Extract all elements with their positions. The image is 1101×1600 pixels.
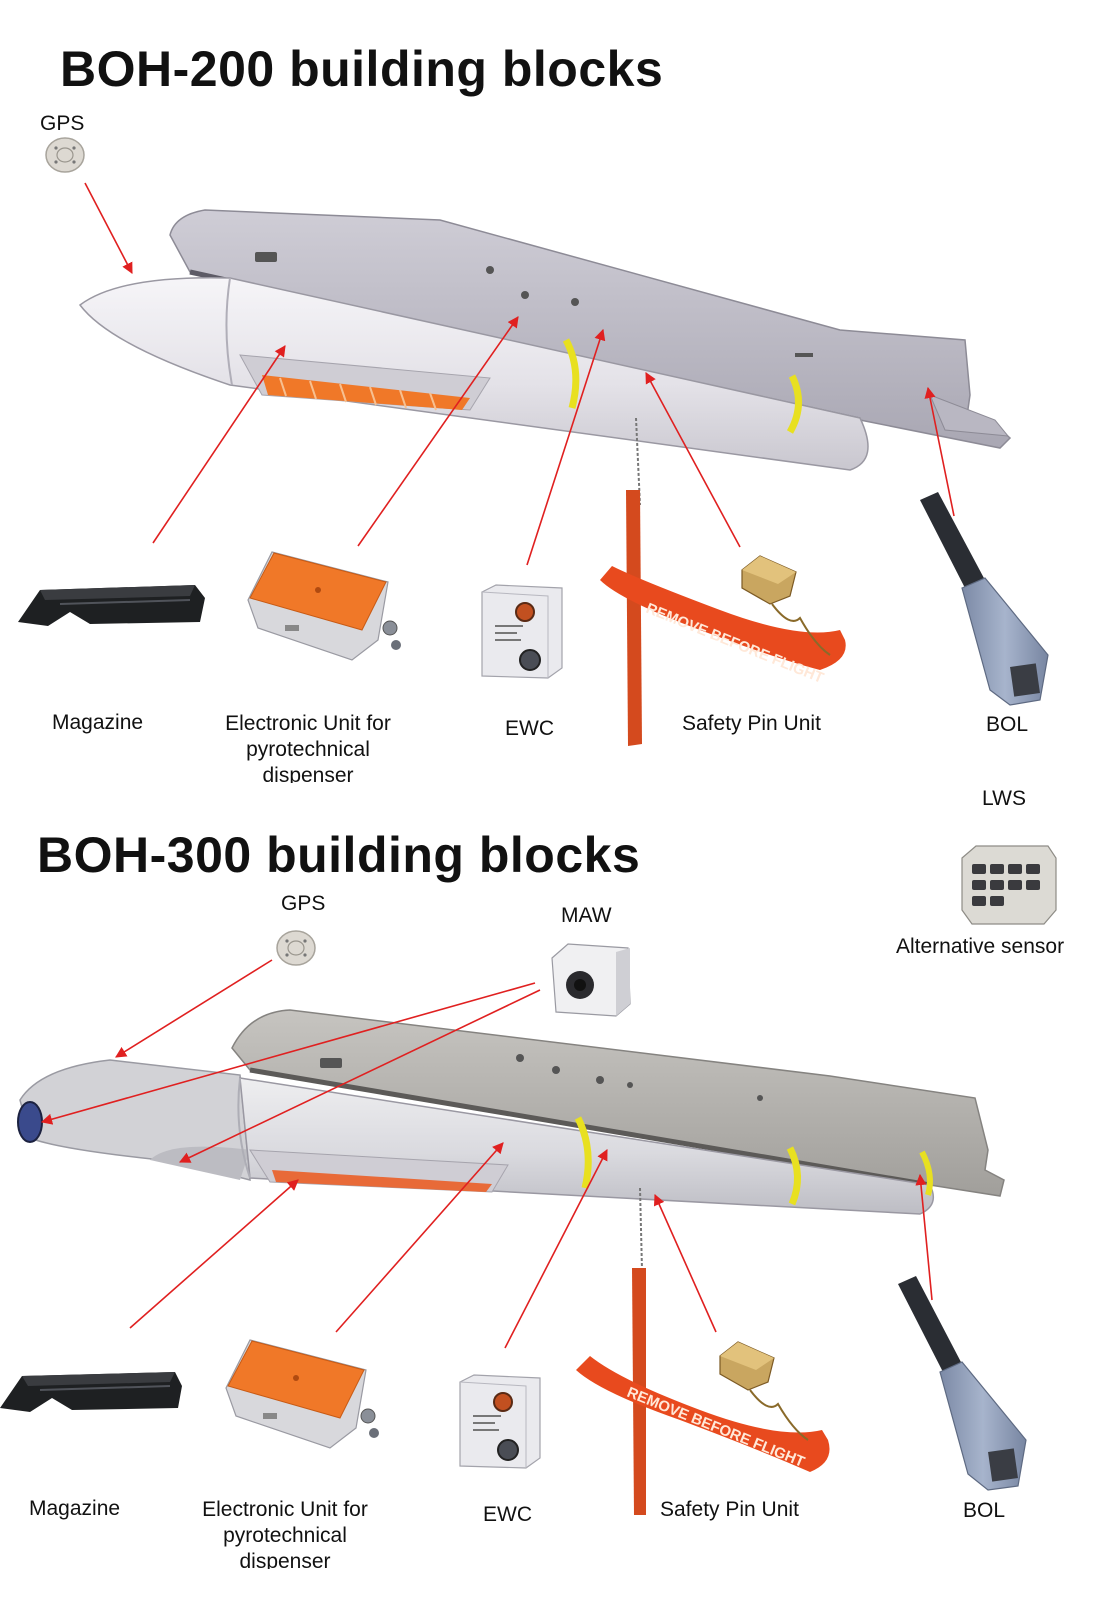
ewc-icon	[481, 584, 563, 679]
boh300-pod	[17, 1009, 1005, 1271]
boh300-arrows	[40, 959, 933, 1349]
boh300-electronic-unit-label: Electronic Unit for pyrotechnical dispen…	[185, 1497, 385, 1569]
remove-before-flight-streamer: REMOVE BEFORE FLIGHT	[576, 1268, 830, 1515]
boh200-electronic-unit-line2: pyrotechnical	[246, 738, 370, 761]
boh200-electronic-unit-line3: dispenser	[262, 764, 354, 783]
electronic-unit-icon	[247, 551, 401, 661]
boh200-arrows	[84, 182, 955, 566]
boh200-gps-label: GPS	[40, 112, 85, 135]
boh300-lws-label: LWS	[982, 787, 1026, 810]
boh300-title: BOH-300 building blocks	[37, 827, 641, 883]
boh300-electronic-unit-line3: dispenser	[239, 1550, 331, 1569]
boh300-magazine-label: Magazine	[29, 1497, 121, 1520]
safety-pin-unit-icon	[719, 1341, 809, 1441]
streamer-text: REMOVE BEFORE FLIGHT	[625, 1384, 808, 1471]
boh300-ewc-label: EWC	[483, 1503, 532, 1526]
boh300-electronic-unit-line1: Electronic Unit for	[202, 1498, 368, 1521]
boh200-title: BOH-200 building blocks	[60, 41, 664, 97]
boh200-electronic-unit-label: Electronic Unit for pyrotechnical dispen…	[208, 711, 408, 783]
boh200-ewc-label: EWC	[505, 717, 554, 740]
boh300-diagram: REMOVE BEFORE FLIGHT	[0, 845, 1057, 1515]
boh300-safety-pin-unit-label: Safety Pin Unit	[660, 1498, 799, 1521]
boh200-electronic-unit-line1: Electronic Unit for	[225, 712, 391, 735]
boh200-pod	[78, 209, 1012, 506]
boh300-maw-label: MAW	[561, 904, 612, 927]
boh200-diagram: REMOVE BEFORE FLIGHT	[18, 137, 1049, 746]
remove-before-flight-streamer: REMOVE BEFORE FLIGHT	[600, 490, 846, 746]
boh300-alternative-sensor-label: Alternative sensor	[896, 935, 1065, 958]
electronic-unit-icon	[225, 1339, 379, 1449]
boh200-bol-label: BOL	[986, 713, 1029, 736]
ewc-icon	[459, 1374, 541, 1469]
bol-icon	[920, 492, 1049, 706]
boh200-safety-pin-unit-label: Safety Pin Unit	[682, 712, 821, 735]
bol-icon	[898, 1276, 1027, 1491]
safety-pin-unit-icon	[741, 555, 831, 656]
boh300-electronic-unit-line2: pyrotechnical	[223, 1524, 347, 1547]
maw-sensor-icon	[551, 943, 631, 1017]
gps-antenna-icon	[45, 137, 85, 173]
boh300-bol-label: BOL	[963, 1499, 1006, 1522]
gps-antenna-icon	[276, 930, 316, 966]
magazine-icon	[0, 1372, 182, 1412]
lws-sensor-icon	[961, 845, 1057, 925]
boh200-magazine-label: Magazine	[52, 711, 144, 734]
magazine-icon	[18, 585, 205, 626]
boh300-gps-label: GPS	[281, 892, 326, 915]
